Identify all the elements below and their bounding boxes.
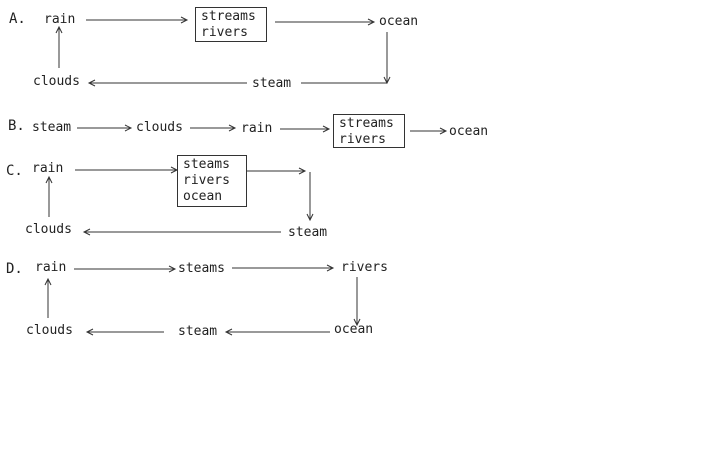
option-d-arrows bbox=[44, 264, 361, 336]
option-d-steam: steam bbox=[178, 324, 218, 339]
option-b-label: B. bbox=[8, 118, 25, 134]
option-b-box-line-2: rivers bbox=[339, 132, 386, 147]
option-c-clouds: clouds bbox=[25, 222, 72, 237]
option-b-box: streams rivers bbox=[333, 114, 405, 148]
option-d-rain: rain bbox=[35, 260, 67, 275]
option-d-clouds: clouds bbox=[26, 323, 73, 338]
option-a-label: A. bbox=[9, 11, 26, 27]
option-a-steam: steam bbox=[252, 76, 292, 91]
option-c-box-line-2: rivers bbox=[183, 173, 230, 188]
option-d-rivers: rivers bbox=[341, 260, 388, 275]
option-b-rain: rain bbox=[241, 121, 273, 136]
option-d-ocean: ocean bbox=[334, 322, 374, 337]
option-b-box-line-1: streams bbox=[339, 116, 394, 131]
option-c-label: C. bbox=[6, 163, 23, 179]
option-b-clouds: clouds bbox=[136, 120, 183, 135]
option-b-arrows bbox=[77, 124, 448, 135]
option-c-rain: rain bbox=[32, 161, 64, 176]
option-a-clouds: clouds bbox=[33, 74, 80, 89]
option-d-steams: steams bbox=[178, 261, 225, 276]
option-b-ocean: ocean bbox=[449, 124, 489, 139]
option-a-box-line-2: rivers bbox=[201, 25, 248, 40]
option-b-steam: steam bbox=[32, 120, 72, 135]
option-c-box: steams rivers ocean bbox=[177, 155, 247, 207]
option-a-box-line-1: streams bbox=[201, 9, 256, 24]
option-c-box-line-1: steams bbox=[183, 157, 230, 172]
option-c-box-line-3: ocean bbox=[183, 189, 223, 204]
option-c-arrows bbox=[45, 166, 314, 236]
option-a-ocean: ocean bbox=[379, 14, 419, 29]
option-c-steam: steam bbox=[288, 225, 328, 240]
option-a-arrows bbox=[55, 16, 391, 87]
option-a-rain: rain bbox=[44, 12, 76, 27]
option-a-box: streams rivers bbox=[195, 7, 267, 42]
option-d-label: D. bbox=[6, 261, 23, 277]
